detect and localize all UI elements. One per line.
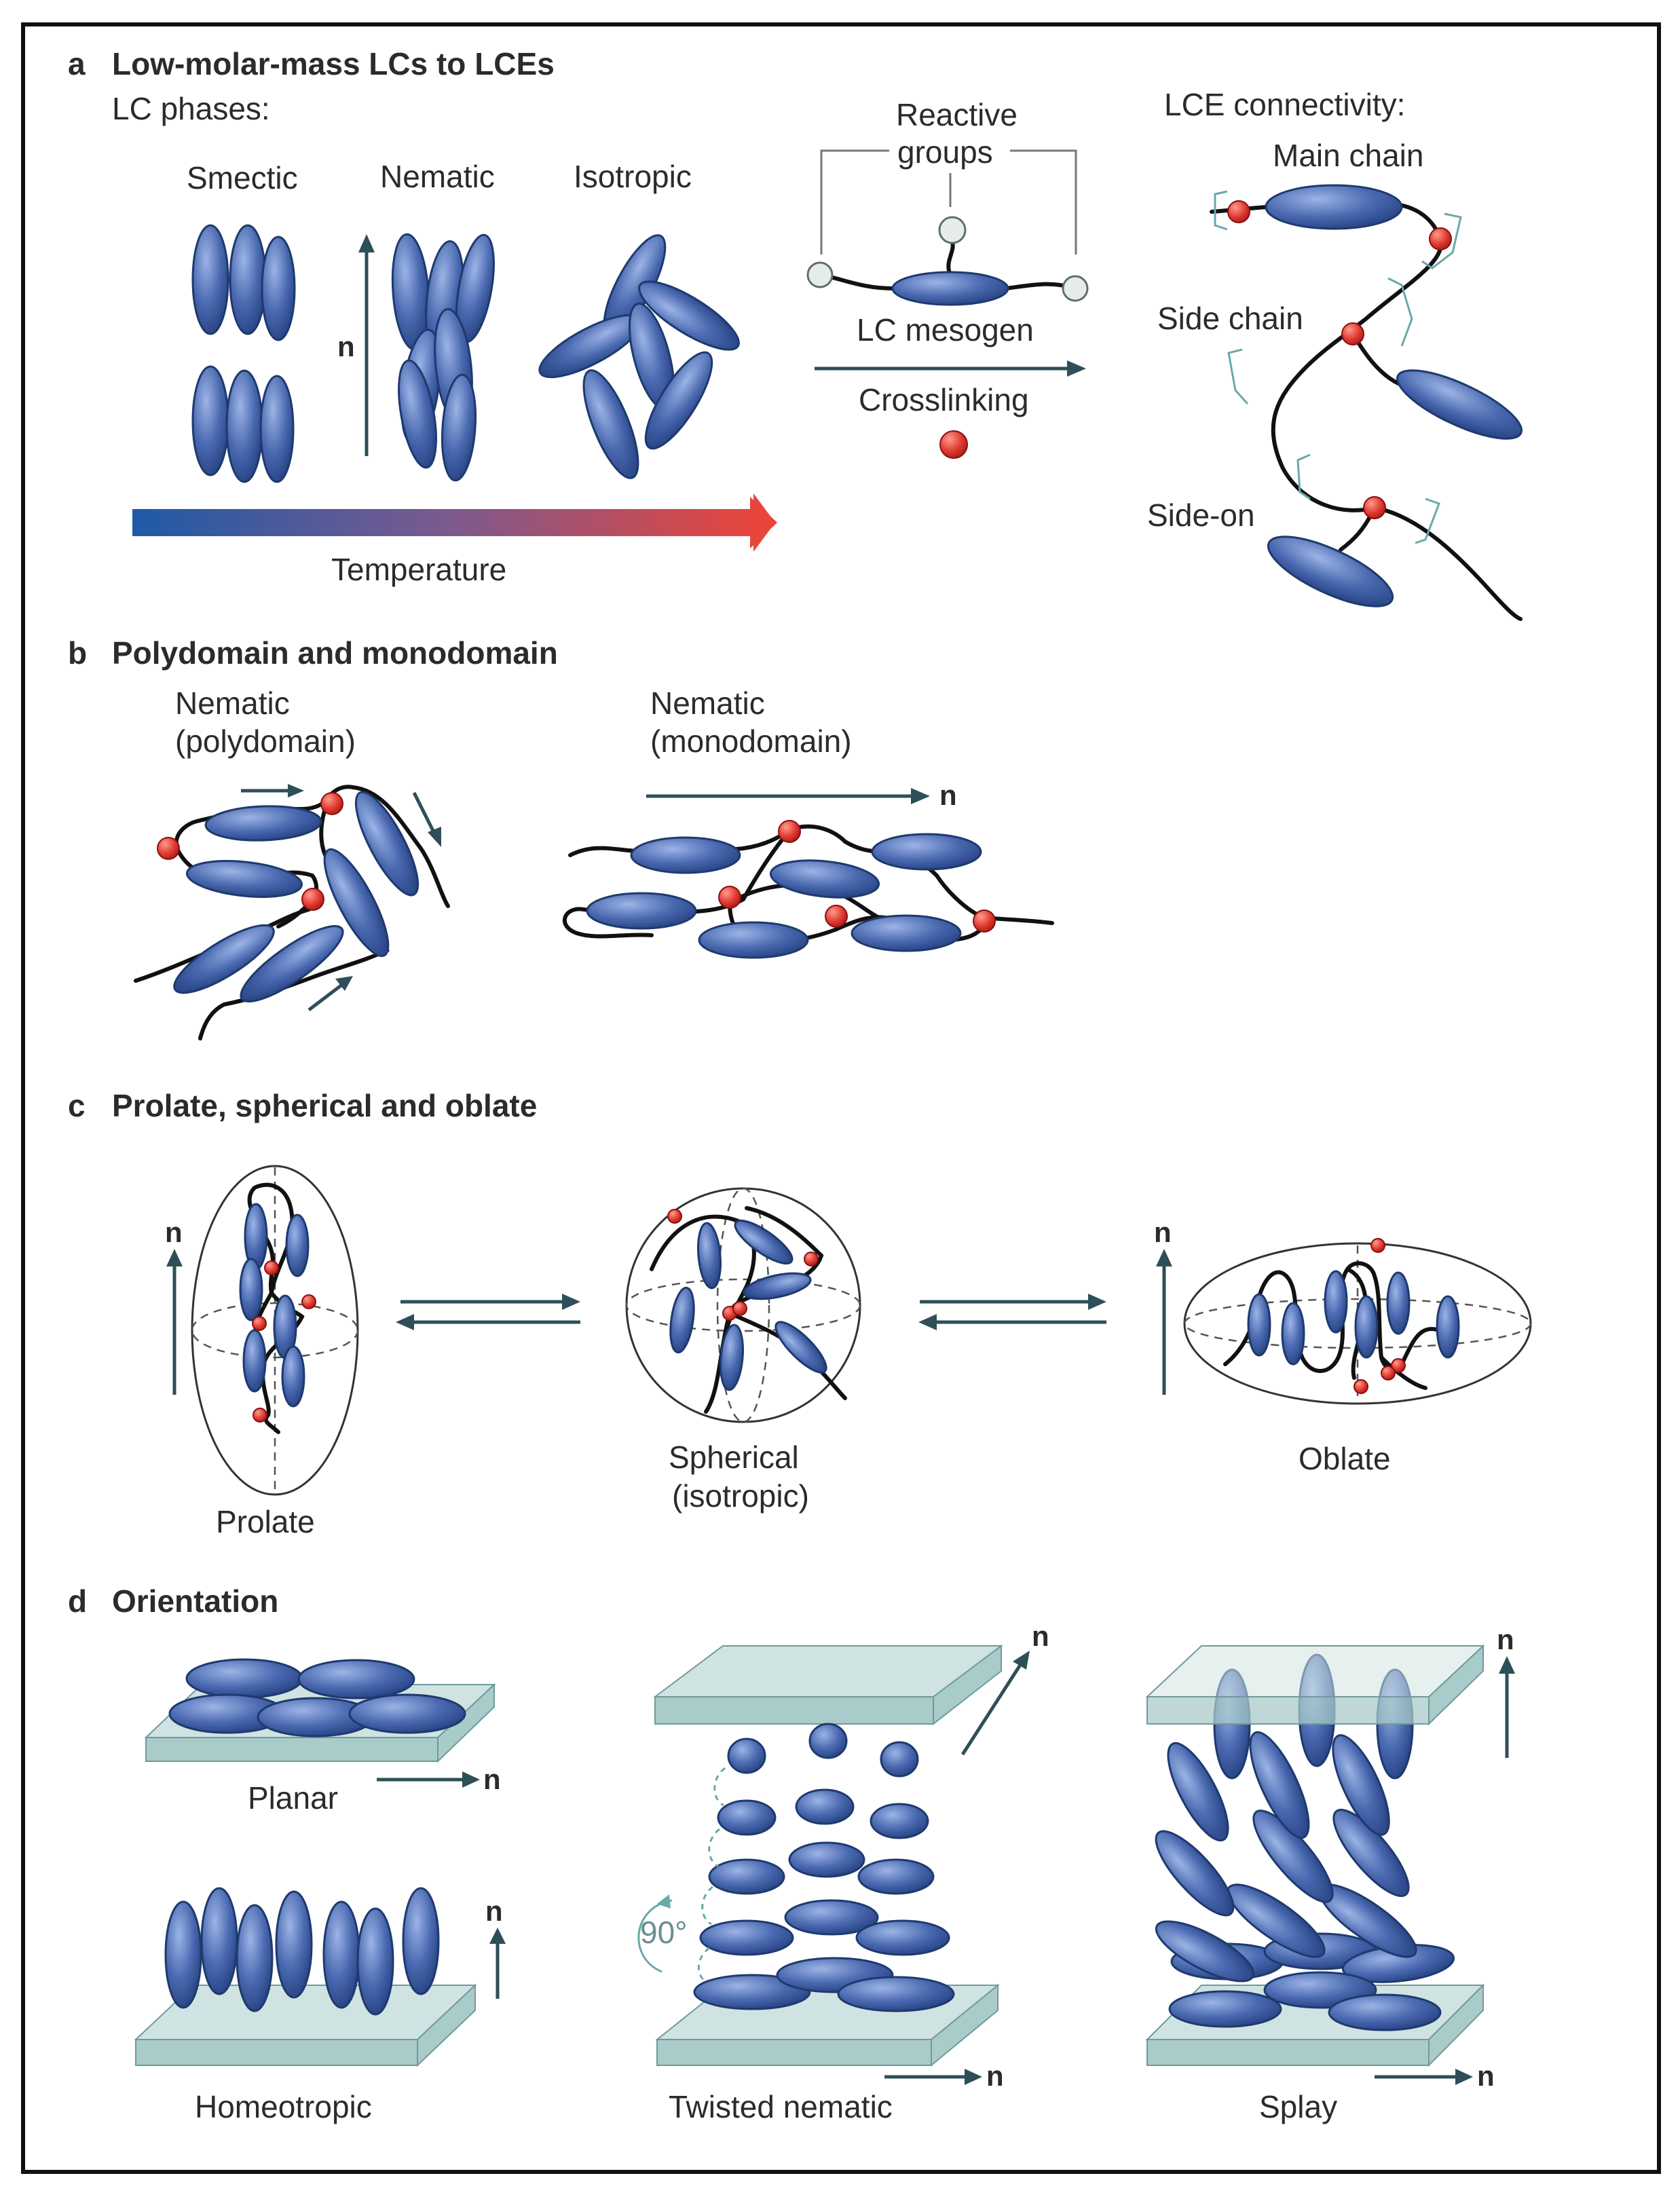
oblate-label: Oblate <box>1299 1441 1391 1476</box>
polydomain-arrow-3 <box>307 976 353 1011</box>
monodomain-director-arrow <box>646 788 930 804</box>
twisted-bottom-director-arrow <box>884 2069 982 2085</box>
oblate-director-arrow <box>1156 1249 1172 1395</box>
homeotropic-director-arrow <box>489 1928 506 1999</box>
lce-connectivity-diagram <box>1210 184 1523 621</box>
crosslinking-label: Crosslinking <box>859 382 1029 417</box>
crosslinking-arrow <box>815 360 1086 377</box>
reactive-groups-label-1: Reactive <box>896 97 1018 132</box>
splay-label: Splay <box>1259 2089 1337 2124</box>
polydomain-network <box>134 784 450 1040</box>
lc-phases-label: LC phases: <box>112 91 270 126</box>
polydomain-label-2: (polydomain) <box>175 724 356 759</box>
lce-connectivity-label: LCE connectivity: <box>1164 87 1405 122</box>
splay-bottom-director-n: n <box>1477 2060 1495 2092</box>
smectic-mesogens <box>191 224 296 483</box>
side-on-label: Side-on <box>1147 497 1255 533</box>
twisted-top-director-n: n <box>1032 1620 1049 1652</box>
phase-nematic-label: Nematic <box>380 159 495 194</box>
prolate-shape: n <box>165 1165 359 1496</box>
planar-label: Planar <box>248 1780 338 1816</box>
nematic-director-arrow <box>358 234 375 456</box>
isotropic-mesogens <box>538 234 740 479</box>
panel-b-letter: b <box>68 635 87 671</box>
phase-smectic-label: Smectic <box>187 160 298 195</box>
oblate-director-n: n <box>1154 1216 1172 1248</box>
homeotropic-label: Homeotropic <box>195 2089 372 2124</box>
prolate-director-n: n <box>165 1216 183 1248</box>
twisted-top-director-arrow <box>960 1651 1030 1756</box>
panel-b: b Polydomain and monodomain Nematic (pol… <box>68 635 1054 1040</box>
panel-c-title: Prolate, spherical and oblate <box>112 1088 537 1123</box>
homeotropic-director-n: n <box>485 1895 503 1927</box>
twist-angle-label: 90° <box>640 1915 688 1950</box>
main-chain-label: Main chain <box>1273 138 1423 173</box>
twisted-bottom-director-n: n <box>986 2060 1004 2092</box>
monodomain-network: n <box>562 779 1054 959</box>
spherical-label-2: (isotropic) <box>672 1478 809 1514</box>
spherical-label-1: Spherical <box>669 1440 799 1475</box>
side-chain-label: Side chain <box>1157 301 1303 336</box>
monodomain-label-1: Nematic <box>650 686 765 721</box>
oblate-shape: n <box>1154 1216 1532 1405</box>
planar-orientation: n <box>144 1658 501 1795</box>
polydomain-arrow-1 <box>241 784 304 797</box>
panel-d-letter: d <box>68 1583 87 1619</box>
lc-mesogen-label: LC mesogen <box>857 312 1034 348</box>
splay-top-director-n: n <box>1497 1623 1514 1655</box>
panel-d-title: Orientation <box>112 1583 278 1619</box>
lc-mesogen-schematic <box>806 216 1089 306</box>
prolate-director-arrow <box>166 1249 183 1395</box>
figure-frame <box>21 22 1661 2174</box>
reactive-groups-bracket <box>820 149 1077 255</box>
planar-director-n: n <box>483 1763 501 1795</box>
spherical-shape <box>625 1187 861 1423</box>
panel-b-title: Polydomain and monodomain <box>112 635 558 671</box>
polydomain-arrow-2 <box>412 791 441 847</box>
monodomain-label-2: (monodomain) <box>650 724 852 759</box>
crosslinker-dot <box>939 430 968 459</box>
prolate-label: Prolate <box>216 1504 315 1539</box>
twisted-nematic-label: Twisted nematic <box>669 2089 893 2124</box>
panel-c: c Prolate, spherical and oblate n <box>68 1088 1532 1539</box>
panel-a-letter: a <box>68 46 86 81</box>
nematic-mesogens <box>391 233 495 482</box>
splay-top-director-arrow <box>1499 1656 1515 1758</box>
panel-d: d Orientation n Planar <box>68 1583 1515 2124</box>
splay-orientation: n n <box>1145 1623 1515 2092</box>
equilibrium-arrows-1 <box>396 1294 580 1330</box>
homeotropic-orientation: n <box>134 1887 506 2067</box>
phase-isotropic-label: Isotropic <box>574 159 692 194</box>
panel-a: a Low-molar-mass LCs to LCEs LC phases: … <box>68 46 1523 621</box>
polydomain-label-1: Nematic <box>175 686 290 721</box>
monodomain-director-n: n <box>939 779 957 811</box>
reactive-groups-label-2: groups <box>897 134 993 170</box>
panel-c-letter: c <box>68 1088 86 1123</box>
nematic-director-n: n <box>337 331 355 362</box>
twisted-nematic-orientation: n 90° <box>637 1620 1049 2092</box>
planar-director-arrow <box>377 1771 480 1788</box>
temperature-label: Temperature <box>331 552 506 587</box>
panel-a-title: Low-molar-mass LCs to LCEs <box>112 46 555 81</box>
splay-bottom-director-arrow <box>1375 2069 1473 2085</box>
temperature-arrow <box>132 493 777 552</box>
equilibrium-arrows-2 <box>918 1294 1106 1330</box>
